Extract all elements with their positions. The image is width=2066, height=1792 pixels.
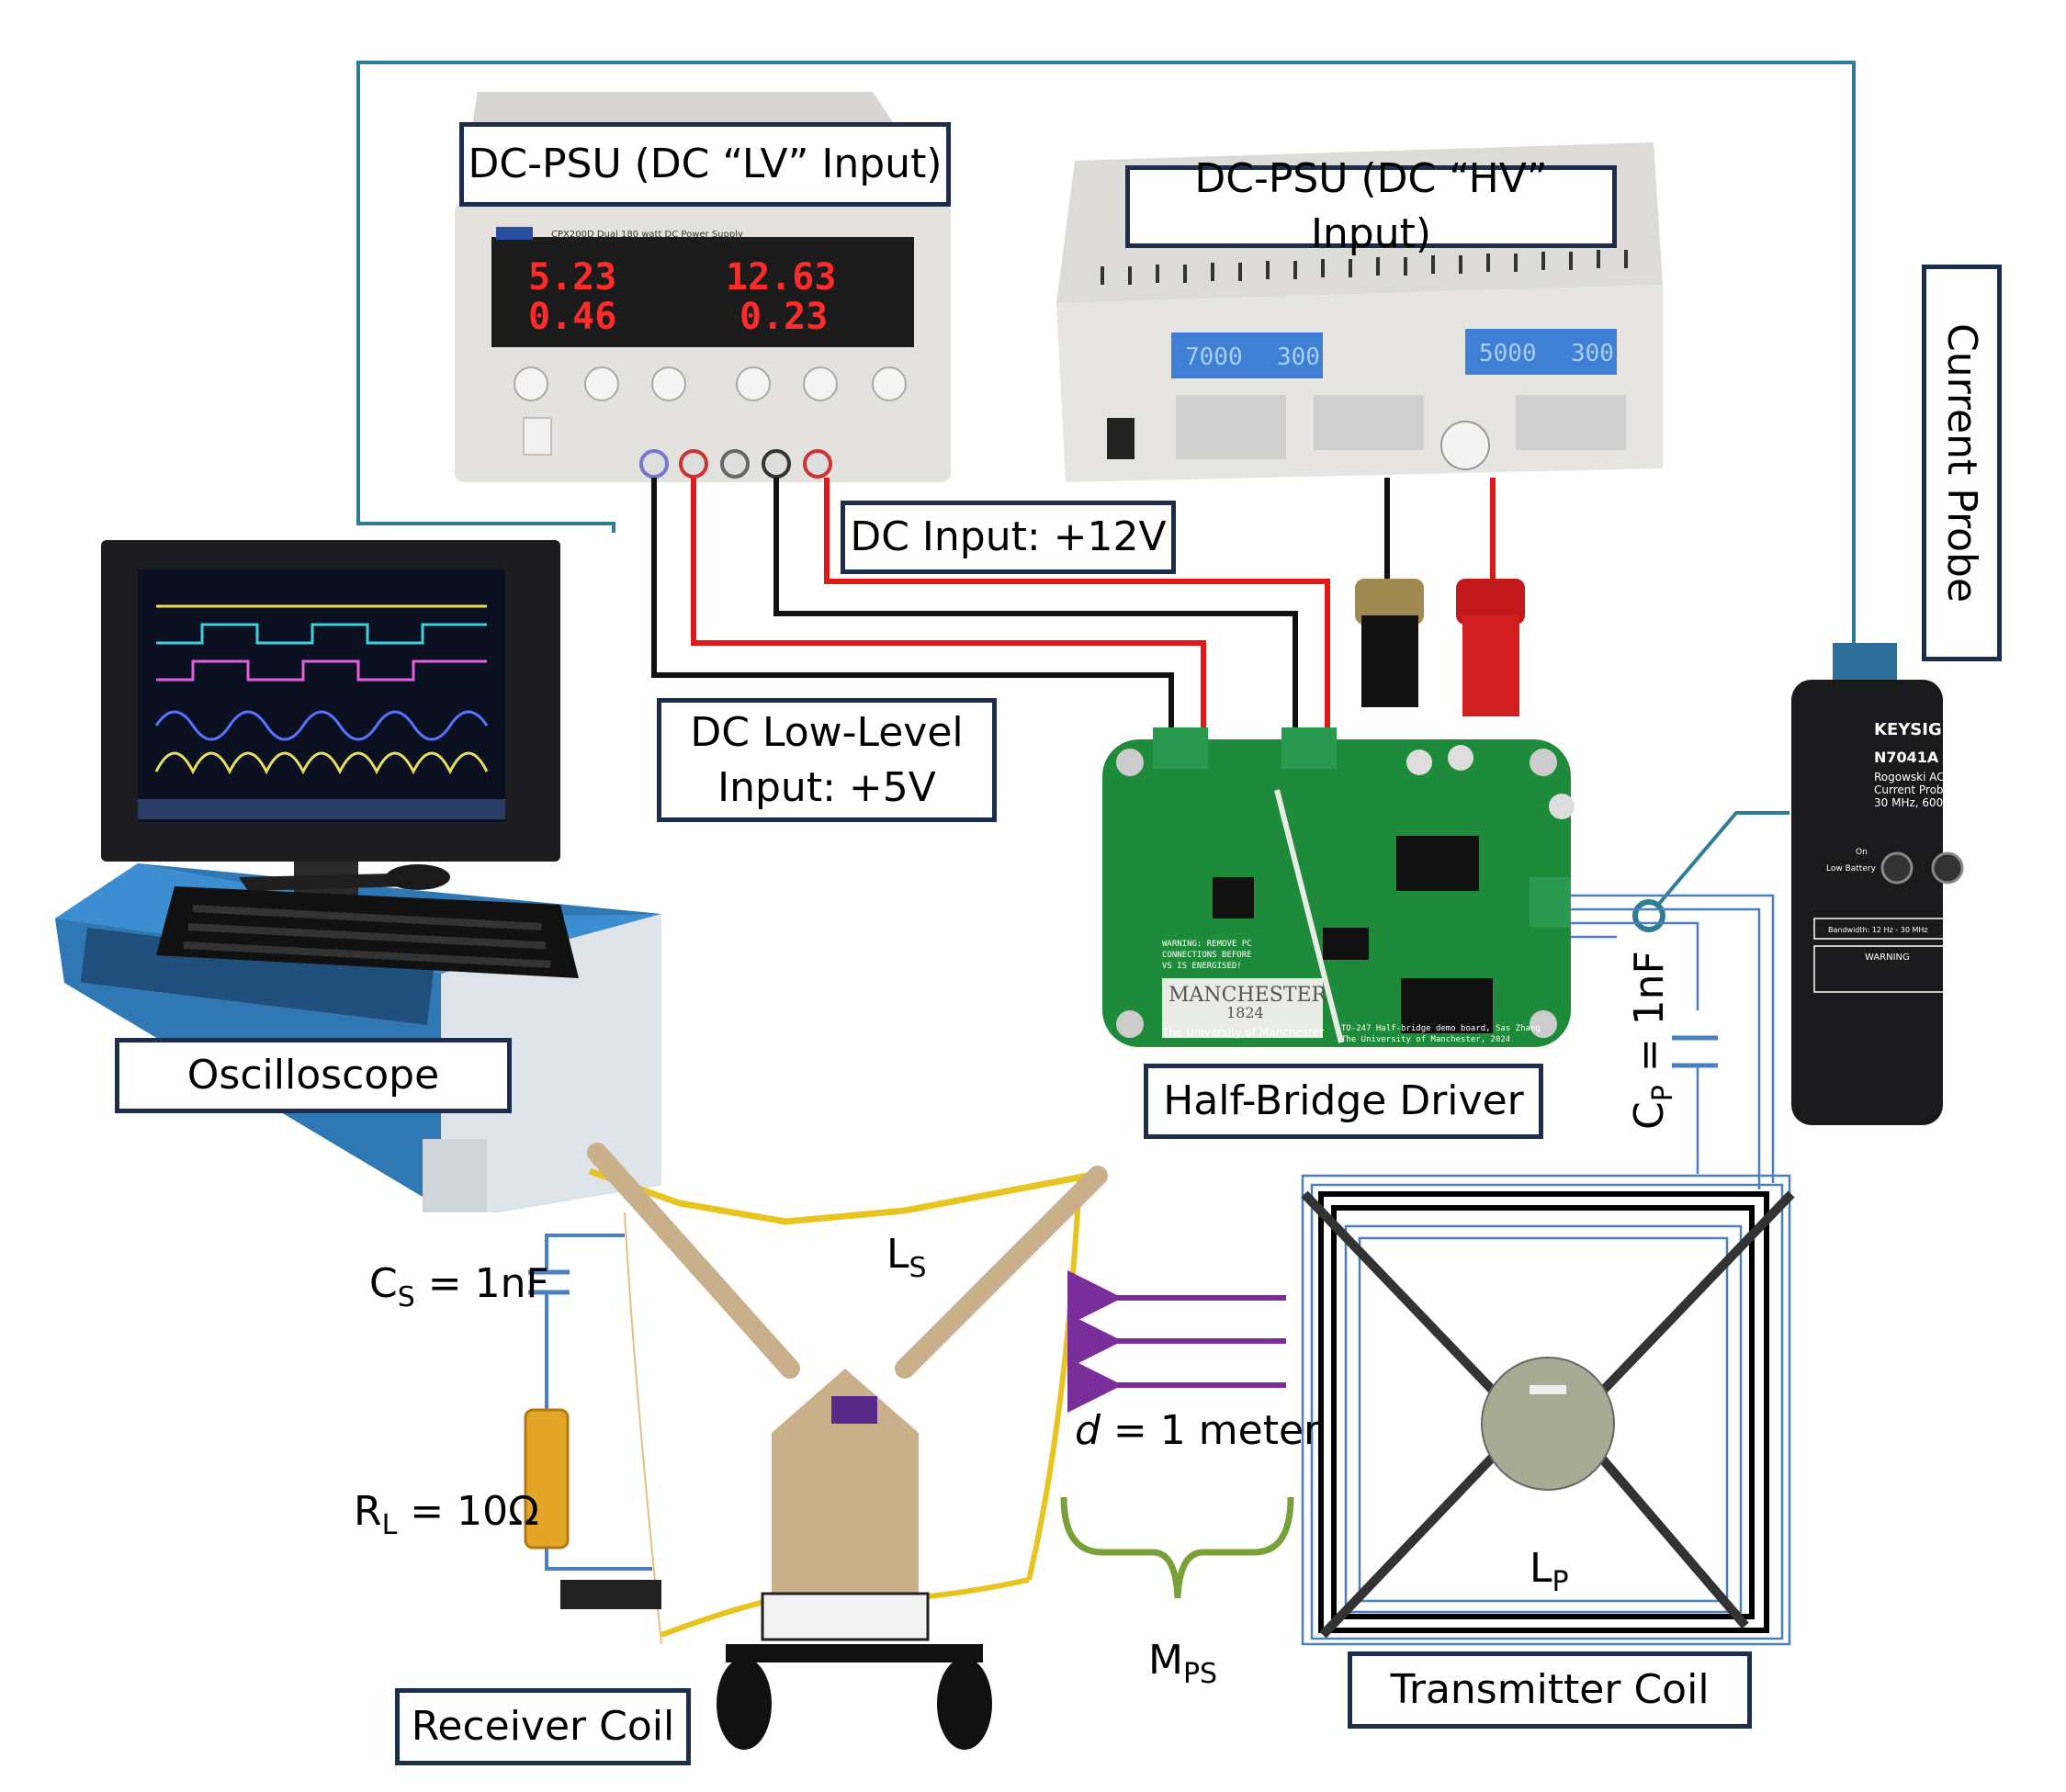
- hv-display-1-b: 300: [1277, 344, 1320, 371]
- hv-connectors: [1355, 579, 1525, 716]
- ls-subscript: S: [909, 1251, 927, 1284]
- secondary-circuit: [528, 1234, 652, 1571]
- lv-current-1: 0.46: [528, 296, 616, 338]
- keysight-desc-3: 30 MHz, 600 Apk: [1874, 796, 1968, 809]
- dc-wiring: [651, 478, 1496, 739]
- pcb-university-logo: MANCHESTER: [1168, 984, 1328, 1007]
- cp-symbol: C: [1626, 1101, 1673, 1130]
- lv-psu-label: DC-PSU (DC “LV” Input): [459, 122, 951, 207]
- mps-symbol: M: [1148, 1637, 1183, 1684]
- primary-coil-leads: [1571, 894, 1775, 1189]
- dc-input-12v-label: DC Input: +12V: [841, 501, 1176, 574]
- cs-subscript: S: [397, 1280, 415, 1313]
- pcb-warning-1: WARNING: REMOVE PC: [1162, 940, 1252, 949]
- half-bridge-pcb: MANCHESTER 1824 The University of Manche…: [1102, 727, 1575, 1047]
- keysight-low-battery: Low Battery: [1826, 864, 1877, 873]
- dc-low-level-line-2: Input: +5V: [717, 763, 936, 811]
- probe-lead: [1656, 811, 1789, 907]
- mutual-inductance-brace: [1060, 1496, 1294, 1599]
- current-probe-label-text: Current Probe: [1938, 322, 1986, 603]
- dc-low-level-label: DC Low-Level Input: +5V: [657, 698, 997, 822]
- probe-wire: [356, 61, 1856, 652]
- receiver-coil-label: Receiver Coil: [395, 1688, 691, 1765]
- keysight-desc-1: Rogowski AC: [1874, 771, 1945, 783]
- dc-low-level-line-1: DC Low-Level: [690, 708, 964, 756]
- pcb-board-note-2: The University of Manchester, 2024: [1341, 1035, 1510, 1044]
- keysight-probe-device: KEYSIGHT N7041A Rogowski AC Current Prob…: [1791, 643, 1968, 1125]
- pcb-university-year: 1824: [1226, 1004, 1264, 1021]
- distance-variable: d: [1075, 1407, 1101, 1454]
- cs-value: = 1nF: [414, 1260, 549, 1307]
- hv-psu-label: DC-PSU (DC “HV” Input): [1125, 155, 1617, 257]
- pcb-warning-2: CONNECTIONS BEFORE: [1162, 951, 1252, 960]
- keysight-bandwidth: Bandwidth: 12 Hz - 30 MHz: [1828, 926, 1928, 934]
- transmitter-coil-label: Transmitter Coil: [1348, 1651, 1752, 1729]
- rl-annotation: RL = 10Ω: [354, 1488, 539, 1541]
- cp-subscript: P: [1646, 1085, 1679, 1102]
- probe-sensing-loop: [1632, 899, 1665, 932]
- transmitter-coil-illustration: [1301, 1174, 1795, 1646]
- pcb-university-name: The University of Manchester: [1161, 1026, 1324, 1039]
- ls-symbol: L: [886, 1231, 909, 1278]
- half-bridge-driver-label: Half-Bridge Driver: [1144, 1064, 1543, 1139]
- pcb-warning-3: VS IS ENERGISED!: [1162, 962, 1242, 971]
- lp-subscript: P: [1552, 1565, 1569, 1598]
- mps-annotation: MPS: [1148, 1637, 1217, 1690]
- keysight-warning: WARNING: [1865, 952, 1910, 963]
- cs-symbol: C: [369, 1260, 398, 1307]
- ls-annotation: LS: [886, 1231, 927, 1284]
- distance-value: = 1 meter: [1100, 1407, 1321, 1454]
- rl-value: = 10Ω: [397, 1488, 539, 1535]
- lv-voltage-2: 12.63: [726, 256, 836, 299]
- mps-subscript: PS: [1182, 1657, 1218, 1690]
- cp-value: = 1nF: [1626, 951, 1673, 1086]
- hv-display-2-a: 5000: [1479, 340, 1537, 367]
- lv-voltage-1: 5.23: [528, 256, 616, 299]
- current-probe-label: Current Probe: [1922, 265, 2002, 661]
- lp-symbol: L: [1530, 1545, 1552, 1592]
- oscilloscope-label: Oscilloscope: [115, 1038, 512, 1113]
- keysight-model: N7041A: [1874, 749, 1939, 766]
- load-resistor: [524, 1408, 570, 1550]
- cp-annotation: CP = 1nF: [1626, 951, 1679, 1130]
- receiver-coil-illustration: [560, 1143, 1108, 1750]
- lv-current-2: 0.23: [739, 296, 828, 338]
- rl-subscript: L: [381, 1508, 398, 1541]
- cs-annotation: CS = 1nF: [369, 1260, 549, 1313]
- keysight-brand: KEYSIGHT: [1874, 720, 1968, 739]
- hv-display-2-b: 300: [1571, 340, 1614, 367]
- keysight-on-label: On: [1856, 848, 1868, 857]
- pcb-board-note-1: TO-247 Half-bridge demo board, Sas Zhang: [1341, 1024, 1541, 1033]
- flux-arrows: [1067, 1270, 1286, 1413]
- rl-symbol: R: [354, 1488, 382, 1535]
- distance-annotation: d = 1 meter: [1075, 1407, 1320, 1454]
- lp-annotation: LP: [1530, 1545, 1569, 1598]
- lv-psu-model-text: CPX200D Dual 180 watt DC Power Supply: [551, 230, 743, 240]
- hv-display-1-a: 7000: [1185, 344, 1243, 371]
- keysight-desc-2: Current Probe: [1874, 783, 1950, 796]
